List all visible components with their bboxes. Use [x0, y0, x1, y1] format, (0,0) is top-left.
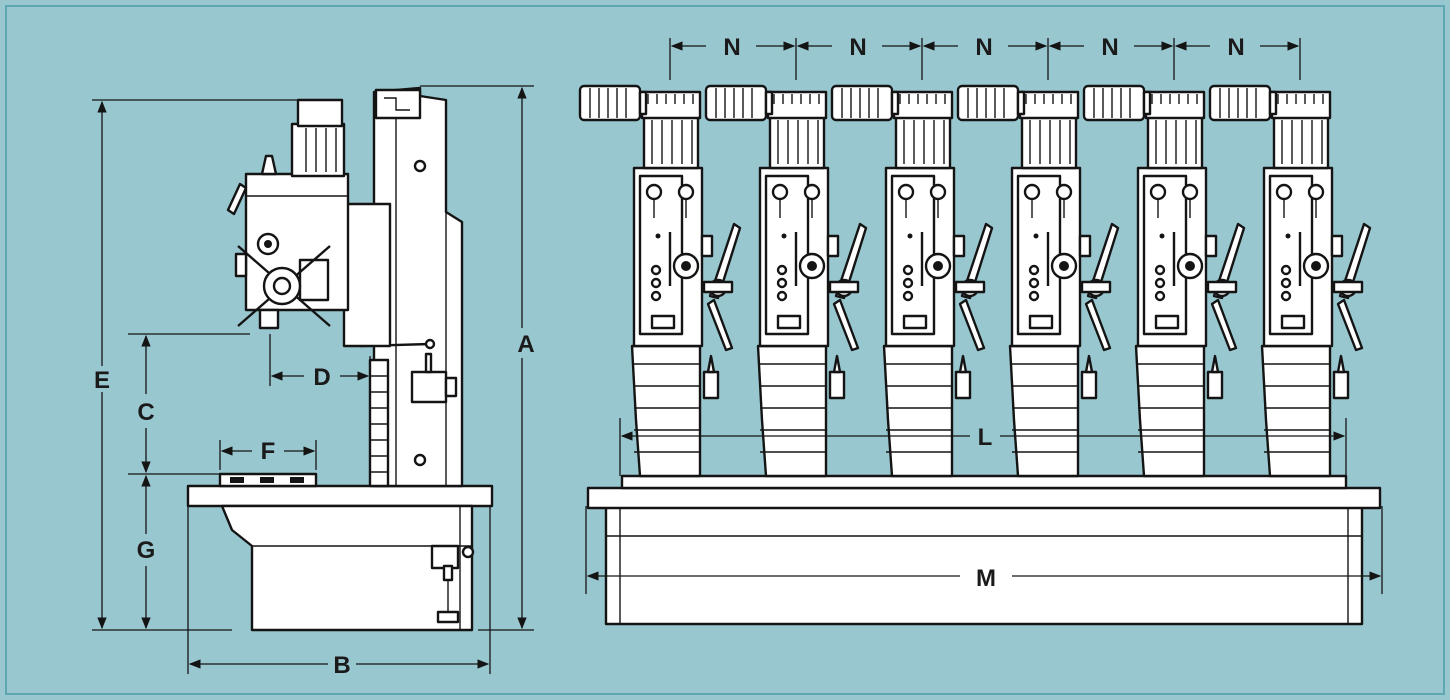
drill-head — [578, 84, 742, 478]
inner-border — [5, 5, 1445, 695]
dimension-label-n-2: N — [849, 34, 866, 61]
drill-head — [1208, 84, 1372, 478]
side-vise — [218, 472, 318, 488]
dimension-label-m: M — [976, 565, 996, 592]
bed-rail — [620, 474, 1348, 490]
dimension-label-n-1: N — [723, 34, 740, 61]
dimension-label-f: F — [261, 438, 276, 465]
side-view-dimensions — [92, 85, 534, 674]
side-lever-upper — [226, 182, 248, 216]
drill-head — [830, 84, 994, 478]
column-bolt-bottom — [413, 453, 427, 467]
front-view-dimensions — [585, 38, 1383, 594]
dimension-label-n-3: N — [975, 34, 992, 61]
dimension-label-n-5: N — [1227, 34, 1244, 61]
side-slide — [342, 202, 392, 348]
drill-head — [1082, 84, 1246, 478]
bed-table — [586, 486, 1382, 510]
dimension-label-d: D — [313, 364, 330, 391]
column-rack — [368, 358, 390, 488]
dimension-label-b: B — [333, 652, 350, 679]
side-spindle — [258, 308, 280, 330]
column-bolt-top — [413, 159, 427, 173]
side-lever-lower — [234, 252, 248, 278]
dimension-label-e: E — [94, 367, 110, 394]
side-handwheel — [237, 232, 331, 327]
column-cap — [374, 88, 422, 120]
dimension-label-l: L — [978, 424, 993, 451]
front-view-heads — [578, 84, 1372, 478]
dimension-label-a: A — [517, 331, 534, 358]
drill-head — [704, 84, 868, 478]
bed-body — [604, 504, 1364, 626]
drill-head — [956, 84, 1120, 478]
side-control-box — [410, 370, 448, 404]
dimension-label-n-4: N — [1101, 34, 1118, 61]
side-motor-fan — [296, 98, 344, 128]
coolant-pump — [430, 544, 475, 624]
dimension-label-g: G — [137, 537, 156, 564]
front-view-bed — [586, 474, 1382, 626]
dimension-label-c: C — [137, 399, 154, 426]
side-base-body — [220, 504, 474, 632]
side-view-machine — [186, 86, 494, 632]
side-table — [186, 484, 494, 508]
